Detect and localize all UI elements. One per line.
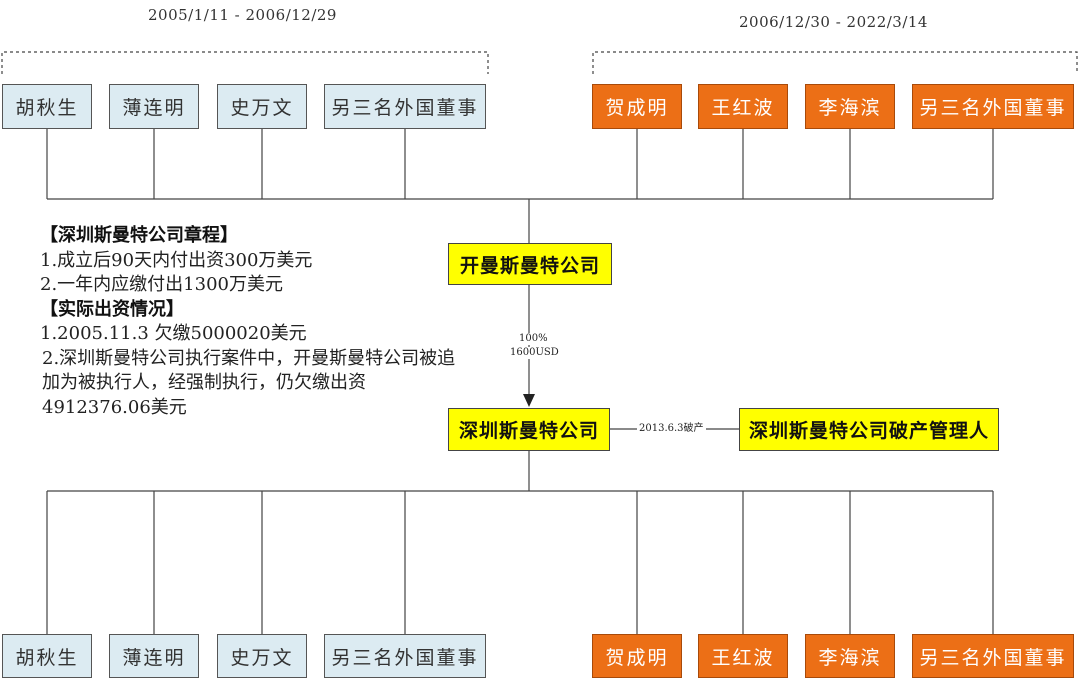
- bottom-later-shareholder-3: 李海滨: [805, 634, 895, 678]
- top-early-shareholder-4: 另三名外国董事: [324, 84, 486, 129]
- bottom-later-shareholder-1: 贺成明: [592, 634, 682, 678]
- bottom-early-shareholder-1: 胡秋生: [2, 634, 92, 678]
- top-early-shareholder-2: 薄连明: [109, 84, 199, 129]
- period-left: 2005/1/11 - 2006/12/29: [148, 6, 337, 24]
- charter-heading: 【深圳斯曼特公司章程】: [40, 225, 238, 246]
- bankruptcy-administrator-box: 深圳斯曼特公司破产管理人: [739, 408, 999, 451]
- subsidiary-company-box: 深圳斯曼特公司: [448, 408, 610, 451]
- bottom-early-shareholder-2: 薄连明: [109, 634, 199, 678]
- bankruptcy-edge-label: 2013.6.3破产: [637, 423, 706, 435]
- top-later-shareholder-2: 王红波: [698, 84, 788, 129]
- arrow-head-icon: [523, 394, 535, 407]
- top-early-shareholder-3: 史万文: [217, 84, 307, 129]
- bottom-later-shareholder-4: 另三名外国董事: [912, 634, 1074, 678]
- actual-heading: 【实际出资情况】: [40, 298, 184, 320]
- top-later-shareholder-4: 另三名外国董事: [912, 84, 1074, 129]
- bottom-early-shareholder-4: 另三名外国董事: [324, 634, 486, 678]
- top-later-shareholder-1: 贺成明: [592, 84, 682, 129]
- charter-item-2: 2.一年内应缴付出1300万美元: [40, 274, 283, 295]
- notes-panel: 【深圳斯曼特公司章程】 1.成立后90天内付出资300万美元 2.一年内应缴付出…: [40, 224, 470, 420]
- bottom-early-shareholder-3: 史万文: [217, 634, 307, 678]
- ownership-pct-label: 100%: [518, 333, 549, 345]
- charter-item-1: 1.成立后90天内付出资300万美元: [40, 249, 313, 271]
- actual-item-1: 1.2005.11.3 欠缴5000020美元: [40, 323, 307, 344]
- top-later-shareholder-3: 李海滨: [805, 84, 895, 129]
- ownership-amount-label: 1600USD: [509, 347, 560, 359]
- actual-item-2: 2.深圳斯曼特公司执行案件中，开曼斯曼特公司被追加为被执行人，经强制执行，仍欠缴…: [42, 347, 456, 418]
- bottom-later-shareholder-2: 王红波: [698, 634, 788, 678]
- period-right: 2006/12/30 - 2022/3/14: [739, 13, 928, 31]
- parent-company-box: 开曼斯曼特公司: [448, 243, 612, 285]
- top-early-shareholder-1: 胡秋生: [2, 84, 92, 129]
